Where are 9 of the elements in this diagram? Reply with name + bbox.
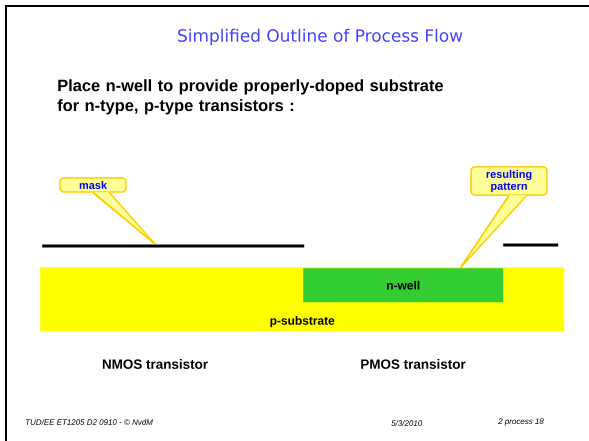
transistor-label: PMOS transistor [361, 359, 466, 369]
transistor-label: NMOS transistor [102, 359, 208, 369]
callout-box: mask [59, 177, 127, 193]
body-text: Place n-well to provide properly-doped substrate for n-type, p-type transistors : [58, 79, 443, 114]
mask-line [503, 244, 558, 246]
callout-box: resulting pattern [470, 166, 548, 196]
mask-line [42, 244, 304, 248]
well-region: n-well [303, 268, 504, 302]
slide-title: Simplified Outline of Process Flow [178, 28, 462, 46]
